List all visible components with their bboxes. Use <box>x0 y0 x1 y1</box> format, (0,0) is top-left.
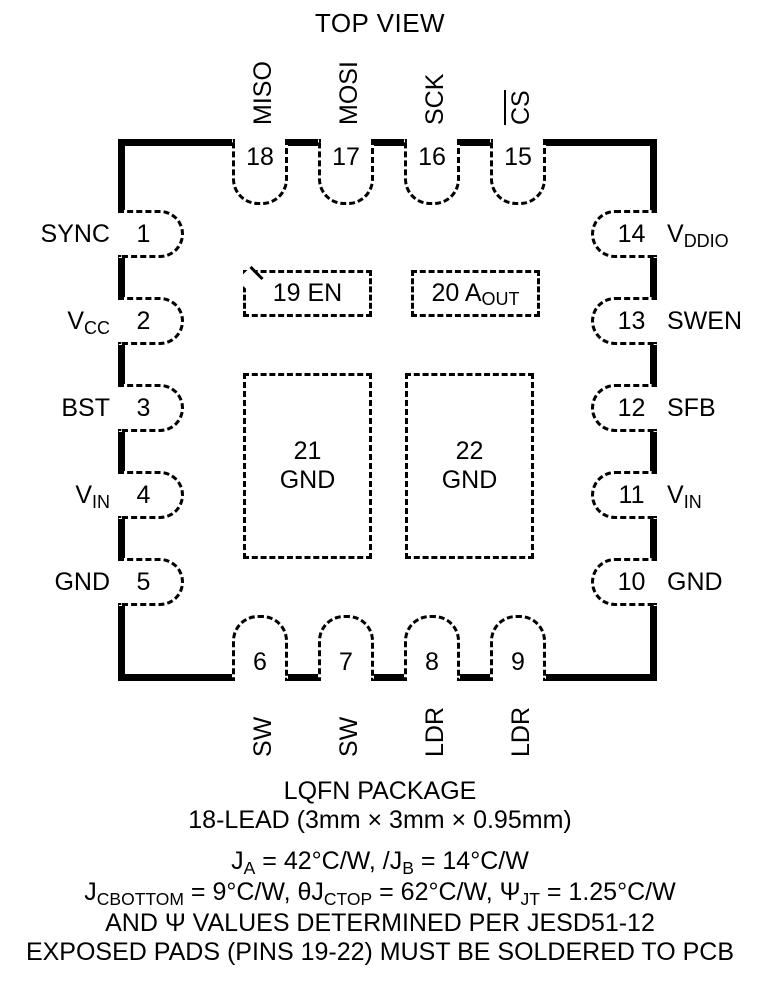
pin-6: 6 <box>232 615 288 681</box>
pin-18-number: 18 <box>246 143 274 171</box>
pin-16: 16 <box>404 139 460 205</box>
pin-2-number: 2 <box>136 306 151 335</box>
pin-12-label: SFB <box>667 394 716 422</box>
pin-5-number: 5 <box>136 567 151 596</box>
pin-18-label: MISO <box>249 61 277 125</box>
pin-5: 5 <box>118 558 184 606</box>
package-caption: LQFN PACKAGE 18-LEAD (3mm × 3mm × 0.95mm… <box>0 777 760 967</box>
caption-thermal-line-1: JA = 42°C/W, /JB = 14°C/W <box>231 847 529 878</box>
pin-2: 2 <box>118 297 184 345</box>
pin-3: 3 <box>118 384 184 432</box>
pin-14-label: VDDIO <box>667 220 729 251</box>
pin-18: 18 <box>232 139 288 205</box>
caption-pad-note: EXPOSED PADS (PINS 19-22) MUST BE SOLDER… <box>25 938 735 966</box>
pin-4: 4 <box>118 471 184 519</box>
pin-13-label: SWEN <box>667 307 742 335</box>
pin-9-number: 9 <box>511 648 525 676</box>
pin-10-label: GND <box>667 568 723 596</box>
pin-9: 9 <box>490 615 546 681</box>
pin-6-number: 6 <box>253 648 267 676</box>
exposed-pad-20-aout: 20 AOUT <box>411 270 540 317</box>
pin-1-label: SYNC <box>40 220 110 248</box>
exposed-pad-19-en: 19 EN <box>237 265 372 317</box>
pin-6-label: SW <box>249 716 277 757</box>
pin-7-label: SW <box>335 716 363 757</box>
pin-13-number: 13 <box>617 306 646 335</box>
pin-4-label: VIN <box>75 481 110 512</box>
pin-2-label: VCC <box>67 307 110 338</box>
pin-3-label: BST <box>61 394 110 422</box>
pin-15-number: 15 <box>504 143 532 171</box>
caption-standard-note: AND Ψ VALUES DETERMINED PER JESD51-12 <box>105 909 655 937</box>
package-outline <box>118 139 657 681</box>
pin-12-number: 12 <box>617 393 646 422</box>
pin-3-number: 3 <box>136 393 151 422</box>
pin-13: 13 <box>591 297 657 345</box>
pin-17-label: MOSI <box>335 61 363 125</box>
pin-8: 8 <box>404 615 460 681</box>
pin-14-number: 14 <box>617 219 646 248</box>
pin-1-number: 1 <box>136 219 151 248</box>
exposed-pad-20-text: 20 AOUT <box>431 278 520 310</box>
pin-10-number: 10 <box>617 567 646 596</box>
pin-11: 11 <box>591 471 657 519</box>
pin-14: 14 <box>591 210 657 258</box>
pin-8-number: 8 <box>425 648 439 676</box>
pin-16-number: 16 <box>418 143 446 171</box>
pin-15-label: CS <box>504 90 535 125</box>
caption-thermal-line-2: JCBOTTOM = 9°C/W, θJCTOP = 62°C/W, ΨJT =… <box>84 878 676 909</box>
pin-7-number: 7 <box>339 648 353 676</box>
pin-11-number: 11 <box>618 480 645 509</box>
pin-11-label: VIN <box>667 481 702 512</box>
pin-9-label: LDR <box>507 706 535 757</box>
pin-10: 10 <box>591 558 657 606</box>
pin-7: 7 <box>318 615 374 681</box>
pin-12: 12 <box>591 384 657 432</box>
caption-package-name: LQFN PACKAGE <box>283 777 477 805</box>
page-title: TOP VIEW <box>314 8 446 38</box>
caption-lead-spec: 18-LEAD (3mm × 3mm × 0.95mm) <box>188 806 572 834</box>
pin-5-label: GND <box>54 568 110 596</box>
pin-1: 1 <box>118 210 184 258</box>
pin-4-number: 4 <box>136 480 151 509</box>
exposed-pad-19-text: 19 EN <box>272 278 343 307</box>
pin-8-label: LDR <box>421 706 449 757</box>
pin-17-number: 17 <box>332 143 360 171</box>
pin-16-label: SCK <box>421 73 449 125</box>
pin-15: 15 <box>490 139 546 205</box>
pin-17: 17 <box>318 139 374 205</box>
